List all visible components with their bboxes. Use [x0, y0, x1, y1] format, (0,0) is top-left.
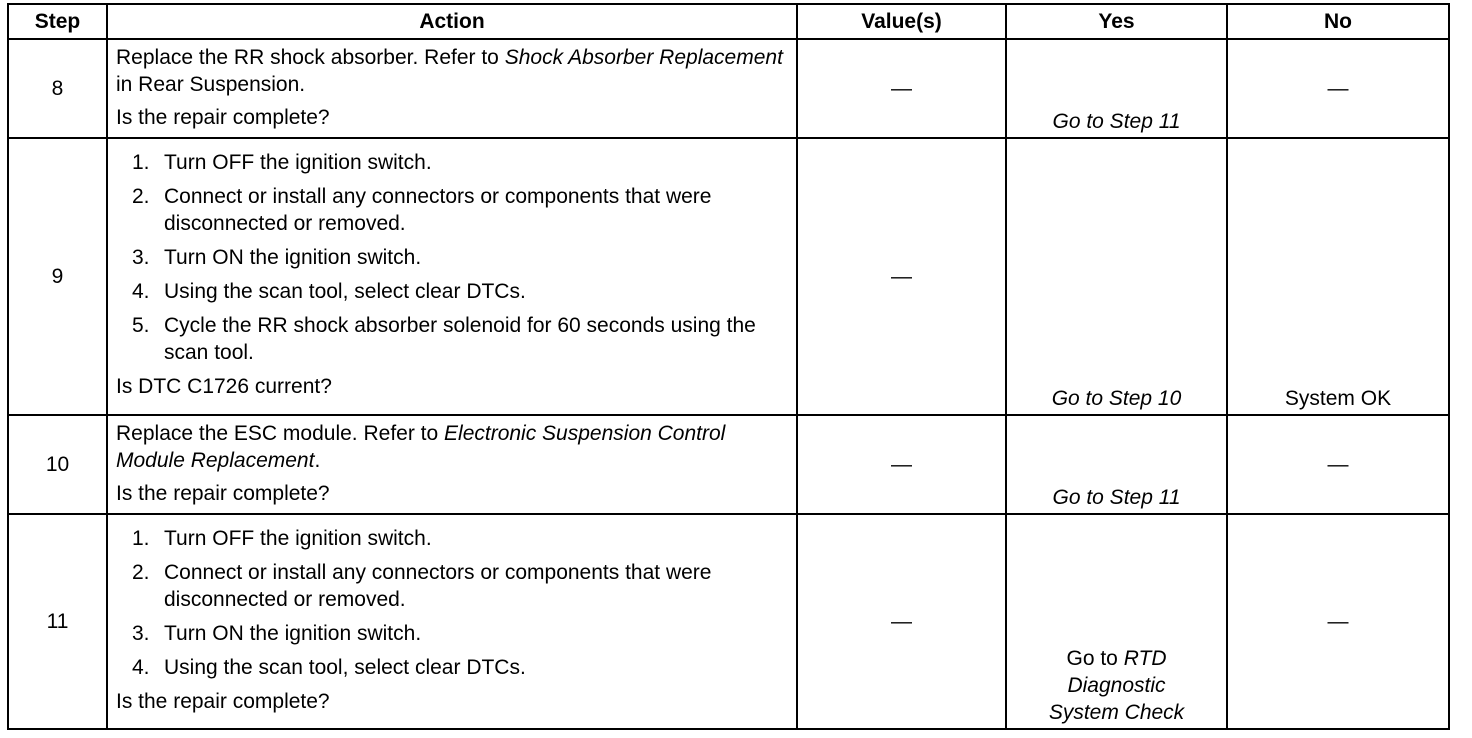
yes-cell: Go to Step 11 — [1005, 414, 1228, 515]
action-cell: 1.Turn OFF the ignition switch. 2.Connec… — [106, 137, 798, 416]
value-cell: — — [796, 38, 1007, 139]
list-item: 4.Using the scan tool, select clear DTCs… — [132, 656, 526, 679]
header-row: Step Action Value(s) Yes No — [7, 3, 1450, 40]
action-cell: Replace the RR shock absorber. Refer to … — [106, 38, 798, 139]
no-cell: System OK — [1226, 137, 1450, 416]
action-text: Replace the RR shock absorber. Refer to … — [116, 46, 783, 96]
action-cell: 1.Turn OFF the ignition switch. 2.Connec… — [106, 513, 798, 730]
diagnostic-table: Step Action Value(s) Yes No 8 Replace th… — [7, 3, 1450, 730]
step-number: 11 — [7, 513, 108, 730]
action-steps: 1.Turn OFF the ignition switch. 2.Connec… — [116, 149, 788, 366]
header-values: Value(s) — [796, 3, 1007, 40]
yes-cell: Go to Step 11 — [1005, 38, 1228, 139]
table-row: 10 Replace the ESC module. Refer to Elec… — [7, 414, 1450, 515]
value-cell: — — [796, 513, 1007, 730]
action-question: Is DTC C1726 current? — [116, 375, 332, 398]
action-steps: 1.Turn OFF the ignition switch. 2.Connec… — [116, 525, 788, 681]
action-question: Is the repair complete? — [116, 106, 330, 129]
no-cell: — — [1226, 38, 1450, 139]
list-item: 5.Cycle the RR shock absorber solenoid f… — [132, 314, 756, 364]
yes-cell: Go to RTD Diagnostic System Check — [1005, 513, 1228, 730]
yes-cell: Go to Step 10 — [1005, 137, 1228, 416]
list-item: 4.Using the scan tool, select clear DTCs… — [132, 280, 526, 303]
table-row: 9 1.Turn OFF the ignition switch. 2.Conn… — [7, 137, 1450, 416]
action-question: Is the repair complete? — [116, 482, 330, 505]
step-number: 10 — [7, 414, 108, 515]
action-cell: Replace the ESC module. Refer to Electro… — [106, 414, 798, 515]
list-item: 3.Turn ON the ignition switch. — [132, 622, 422, 645]
header-yes: Yes — [1005, 3, 1228, 40]
header-action: Action — [106, 3, 798, 40]
header-no: No — [1226, 3, 1450, 40]
no-cell: — — [1226, 414, 1450, 515]
list-item: 3.Turn ON the ignition switch. — [132, 246, 422, 269]
table-row: 8 Replace the RR shock absorber. Refer t… — [7, 38, 1450, 139]
action-text: Replace the ESC module. Refer to Electro… — [116, 422, 726, 472]
list-item: 2.Connect or install any connectors or c… — [132, 185, 712, 235]
list-item: 2.Connect or install any connectors or c… — [132, 561, 712, 611]
list-item: 1.Turn OFF the ignition switch. — [132, 151, 432, 174]
value-cell: — — [796, 414, 1007, 515]
table-row: 11 1.Turn OFF the ignition switch. 2.Con… — [7, 513, 1450, 730]
header-step: Step — [7, 3, 108, 40]
no-cell: — — [1226, 513, 1450, 730]
step-number: 8 — [7, 38, 108, 139]
step-number: 9 — [7, 137, 108, 416]
value-cell: — — [796, 137, 1007, 416]
action-question: Is the repair complete? — [116, 690, 330, 713]
list-item: 1.Turn OFF the ignition switch. — [132, 527, 432, 550]
